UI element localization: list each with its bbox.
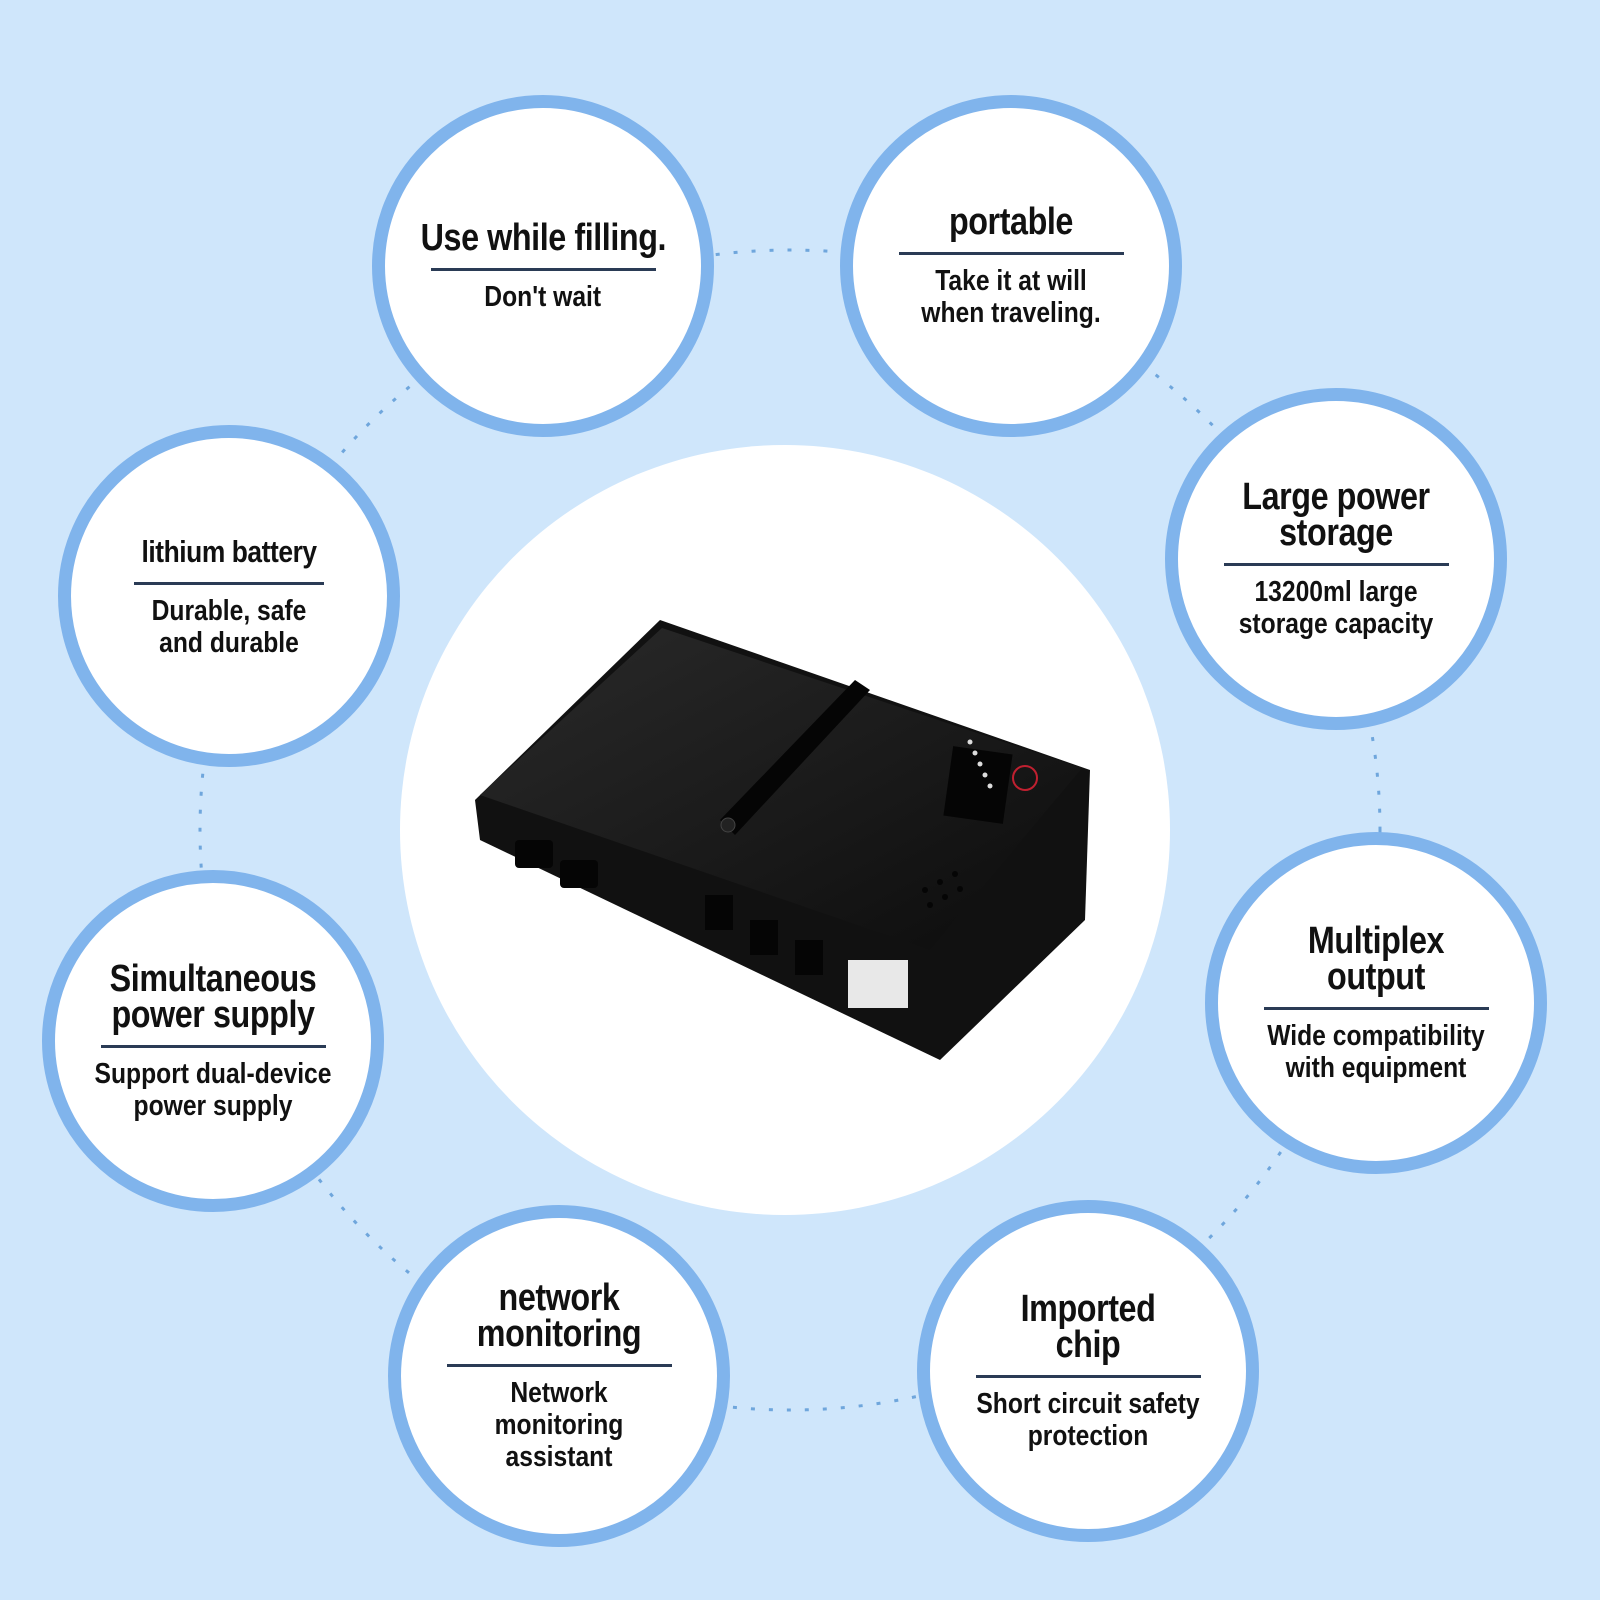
feature-title: Multiplex output <box>1307 919 1445 998</box>
divider <box>975 1374 1201 1378</box>
feature-title: network monitoring <box>476 1276 642 1355</box>
divider <box>430 267 656 271</box>
feature-title: lithium battery <box>141 533 317 569</box>
feature-subtitle: Network monitoring assistant <box>494 1376 624 1473</box>
divider <box>1223 562 1449 566</box>
feature-subtitle: Short circuit safety protection <box>976 1387 1200 1452</box>
feature-subtitle: 13200ml large storage capacity <box>1238 575 1434 640</box>
divider <box>898 251 1124 255</box>
feature-title: Use while filling. <box>420 216 666 259</box>
feature-subtitle: Wide compatibility with equipment <box>1267 1019 1485 1084</box>
feature-subtitle: Durable, safe and durable <box>151 594 307 659</box>
divider <box>134 581 324 585</box>
feature-use-while-filling: Use while filling. Don't wait <box>372 95 714 437</box>
divider <box>100 1044 326 1048</box>
feature-large-power-storage: Large power storage 13200ml large storage… <box>1165 388 1507 730</box>
feature-title: Imported chip <box>1020 1287 1156 1366</box>
feature-subtitle: Take it at will when traveling. <box>921 264 1101 329</box>
divider <box>446 1363 672 1367</box>
divider <box>1263 1006 1489 1010</box>
feature-subtitle: Support dual-device power supply <box>94 1057 332 1122</box>
feature-title: Large power storage <box>1242 475 1430 554</box>
feature-subtitle: Don't wait <box>484 280 602 313</box>
feature-title: Simultaneous power supply <box>109 957 317 1036</box>
mini-ups-device-image <box>475 620 1090 1060</box>
feature-title: portable <box>948 200 1074 243</box>
